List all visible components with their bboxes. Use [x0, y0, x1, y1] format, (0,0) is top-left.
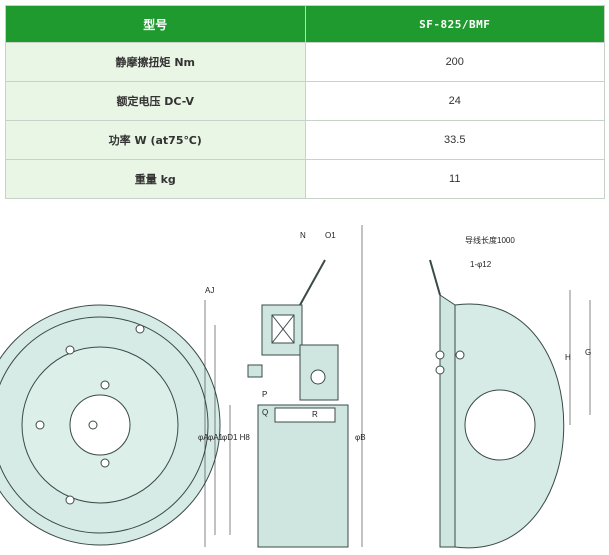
- label-aj: AJ: [205, 286, 214, 295]
- row-value-torque: 200: [304, 42, 605, 82]
- label-phi-d1: φD1 H8: [222, 433, 250, 442]
- label-phi-a1: φA1: [208, 433, 224, 442]
- row-value-weight: 11: [304, 159, 605, 199]
- header-model-value: SF-825/BMF: [304, 5, 605, 43]
- label-hole: 1-φ12: [470, 260, 492, 269]
- label-q: Q: [262, 408, 268, 417]
- table-row: 重量 kg 11: [5, 159, 605, 199]
- row-label-torque: 静摩擦扭矩 Nm: [5, 42, 306, 82]
- label-g: G: [585, 348, 591, 357]
- label-phi-a: φA: [198, 433, 209, 442]
- row-label-weight: 重量 kg: [5, 159, 306, 199]
- label-lead-length: 导线长度1000: [465, 235, 515, 245]
- label-n: N: [300, 231, 306, 240]
- row-label-power: 功率 W (at75℃): [5, 120, 306, 160]
- label-h: H: [565, 353, 571, 362]
- row-label-voltage: 额定电压 DC-V: [5, 81, 306, 121]
- row-value-voltage: 24: [304, 81, 605, 121]
- front-view: [0, 304, 221, 546]
- table-row: 额定电压 DC-V 24: [5, 81, 605, 121]
- label-phi-b: φB: [355, 433, 366, 442]
- table-row: 功率 W (at75℃) 33.5: [5, 120, 605, 160]
- spec-table: 型号 SF-825/BMF 静摩擦扭矩 Nm 200 额定电压 DC-V 24 …: [5, 5, 605, 199]
- header-model-label: 型号: [5, 5, 306, 43]
- row-value-power: 33.5: [304, 120, 605, 160]
- side-section-view: [247, 259, 349, 548]
- technical-drawing: N O1 AJ P Q R φA φA1 φD1 H8 φB 导线长度1000 …: [0, 225, 591, 549]
- table-header-row: 型号 SF-825/BMF: [5, 5, 605, 43]
- table-row: 静摩擦扭矩 Nm 200: [5, 42, 605, 82]
- right-view: [429, 259, 565, 549]
- label-p: P: [262, 390, 267, 399]
- label-r: R: [312, 410, 318, 419]
- label-o1: O1: [325, 231, 336, 240]
